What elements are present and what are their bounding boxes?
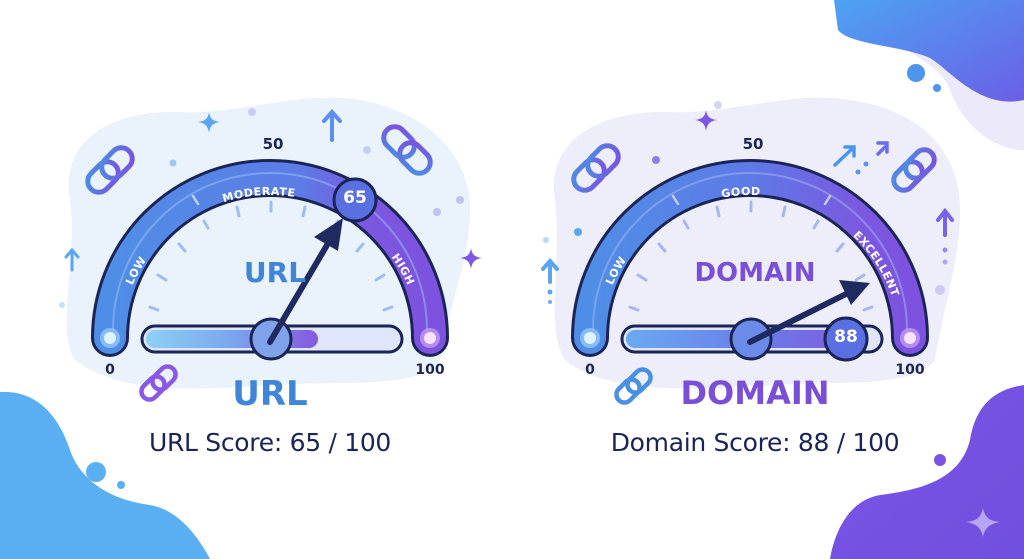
sparkle-icon	[460, 248, 482, 269]
gauge-dial: LOW MODERATE HIGH	[91, 159, 449, 361]
arrow-up-icon	[936, 207, 954, 237]
gauge-dial: LOW GOOD EXCELLENT	[571, 159, 929, 362]
link-icon	[891, 147, 937, 193]
max-label: 100	[415, 362, 445, 378]
link-icon	[571, 143, 621, 193]
url-gauge: LOW MODERATE HIGH 65 URL 50 0 100	[80, 120, 460, 390]
domain-score-text: Domain Score: 88 / 100	[610, 428, 900, 457]
mid-label: 50	[262, 135, 284, 153]
arrow-up-icon	[322, 108, 342, 142]
arrow-up-icon	[64, 247, 80, 272]
sparkle-icon	[198, 112, 220, 133]
mid-label: 50	[742, 135, 764, 153]
arrow-up-right-icon	[876, 141, 889, 156]
link-icon	[85, 145, 135, 195]
max-label: 100	[895, 362, 925, 378]
value-badge: 88	[834, 327, 858, 347]
gauge-center-label: DOMAIN	[694, 258, 816, 288]
url-score-text: URL Score: 65 / 100	[148, 428, 392, 457]
link-icon	[139, 364, 178, 402]
link-icon	[381, 124, 433, 176]
link-icon	[614, 367, 653, 405]
arrow-up-right-icon	[833, 145, 856, 167]
domain-gauge: LOW GOOD EXCELLENT 88 DOMAIN 50 0 100	[560, 120, 940, 390]
arrow-up-icon	[541, 257, 559, 284]
domain-title: DOMAIN	[680, 374, 830, 412]
min-label: 0	[585, 362, 595, 378]
gauge-center-label: URL	[243, 256, 307, 289]
sparkle-icon	[695, 110, 717, 131]
min-label: 0	[105, 362, 115, 378]
value-badge: 65	[343, 188, 367, 208]
url-title: URL	[232, 374, 308, 414]
